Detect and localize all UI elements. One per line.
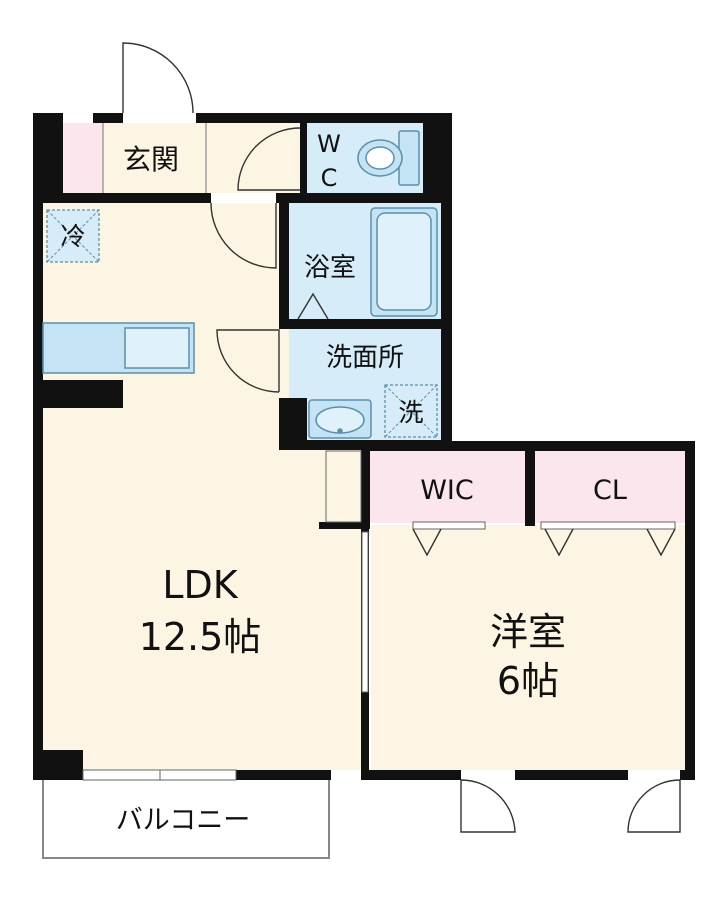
- toilet-seat: [365, 146, 395, 170]
- fridge-space: 冷: [46, 209, 100, 263]
- ldk-size-label: 12.5帖: [139, 615, 262, 659]
- bathroom-label: 浴室: [304, 253, 356, 283]
- wall-bottom-western-right: [680, 770, 695, 780]
- wall-entry-ldk-right: [276, 193, 452, 203]
- wc-label-c: C: [321, 164, 338, 192]
- openings: [82, 113, 680, 781]
- wic-door-marker: [412, 528, 442, 557]
- kitchen-sink: [124, 327, 190, 369]
- washer-diag-2: [384, 384, 438, 438]
- ldk-name-label: LDK: [162, 563, 238, 607]
- western-room-floor: [371, 525, 687, 770]
- entrance-door-gap: [123, 113, 196, 123]
- wall-entrance-wc: [300, 123, 307, 193]
- entrance-door-swing: [122, 42, 194, 114]
- balcony-label: バルコニー: [116, 805, 250, 836]
- sliding-door-track: [361, 531, 369, 693]
- window-western-1: [461, 770, 515, 780]
- balcony-outline: [42, 780, 330, 859]
- wall-bath-wash: [279, 319, 451, 329]
- wic-door: [412, 521, 486, 530]
- wic-label: WIC: [420, 475, 474, 506]
- ldk-door-swing: [210, 202, 277, 269]
- cl-door-marker-1: [544, 528, 574, 557]
- wash-basin: [308, 399, 372, 439]
- bathtub-inner: [376, 212, 432, 311]
- fridge-label: 冷: [60, 222, 85, 251]
- wall-bottom-mid: [236, 770, 331, 780]
- wic-floor: [369, 451, 525, 523]
- entrance-floor: [63, 123, 103, 193]
- wall-entry-ldk: [33, 193, 211, 203]
- basin-drain: [337, 428, 343, 434]
- wall-wic-cl-divider: [525, 441, 535, 526]
- closet-floor: [535, 451, 685, 523]
- kitchen-counter: [42, 322, 195, 374]
- balcony-door-right: [627, 779, 681, 833]
- wall-top-right: [196, 113, 452, 123]
- ldk-corridor-wall: [325, 450, 362, 523]
- floor-areas: [43, 123, 687, 857]
- washer-label: 洗: [398, 398, 423, 427]
- wall-top-stub: [93, 113, 123, 123]
- door-swings: [122, 42, 681, 833]
- wall-bottom-ldk-left: [33, 750, 83, 780]
- washroom-label: 洗面所: [326, 343, 404, 373]
- balcony-floor: [43, 778, 328, 857]
- wall-bottom-western-mid: [515, 770, 628, 780]
- wall-wic-bottom-left: [319, 522, 370, 529]
- wall-bath-left: [279, 193, 289, 327]
- washroom-door-swing: [216, 329, 280, 393]
- entrance-hall-floor: [103, 123, 303, 193]
- wall-left: [33, 193, 43, 777]
- room-labels: 玄関 W C 浴室 洗面所 LDK 12.5帖 WIC CL 洋室 6帖 バルコ…: [116, 130, 627, 836]
- washer-space: 洗: [384, 384, 438, 438]
- wall-wic-left: [361, 441, 370, 529]
- cl-door-marker-2: [646, 528, 676, 557]
- wall-kitchen-block: [33, 380, 123, 408]
- closet-label: CL: [593, 475, 627, 506]
- wall-left-block-top: [33, 113, 63, 203]
- bathtub: [370, 207, 438, 317]
- cl-door: [540, 521, 676, 530]
- fridge-diag-2: [46, 209, 100, 263]
- wall-right: [685, 441, 695, 780]
- western-room-size-label: 6帖: [497, 659, 559, 703]
- wall-bath-right: [441, 113, 452, 450]
- balcony-door-left: [460, 779, 516, 833]
- toilet: [357, 130, 420, 186]
- entrance-label: 玄関: [123, 143, 179, 176]
- ldk-floor-lower: [43, 440, 363, 770]
- ldk-door-gap: [211, 193, 276, 203]
- wc-label-w: W: [317, 130, 341, 158]
- window-western-2: [628, 770, 680, 780]
- bath-entry-marker: [297, 292, 329, 320]
- western-room-name-label: 洋室: [490, 610, 566, 654]
- wc-door-swing: [237, 127, 301, 191]
- wall-bottom-western: [361, 770, 461, 780]
